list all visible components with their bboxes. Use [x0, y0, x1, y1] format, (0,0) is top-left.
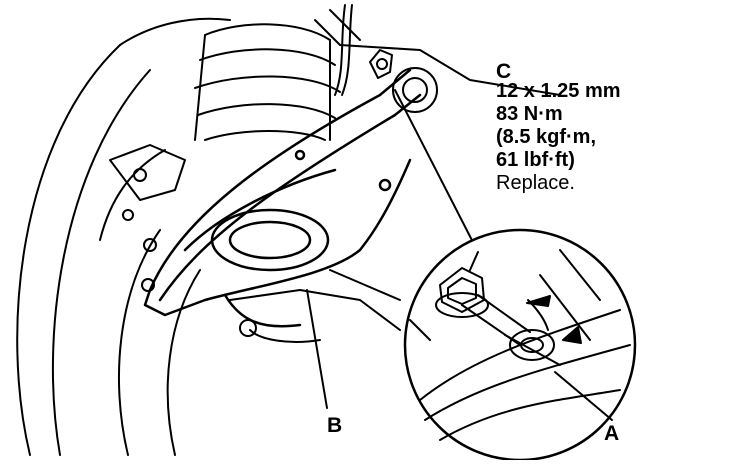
torque-spec-block: 12 x 1.25 mm 83 N·m (8.5 kgf·m, 61 lbf·f…	[496, 80, 621, 195]
upper-bushing	[369, 49, 438, 113]
coil-spring	[194, 23, 341, 141]
leader-line-c	[394, 89, 479, 253]
frame-lines	[314, 4, 561, 96]
callout-label-b: B	[327, 414, 343, 437]
callout-label-a: A	[604, 422, 620, 445]
control-arm	[143, 68, 422, 328]
detail-contents	[409, 249, 631, 441]
leader-line-c-detail	[469, 251, 479, 271]
bolt-size-text: 12 x 1.25 mm	[496, 80, 621, 102]
brake-rotor	[99, 144, 201, 456]
subframe	[229, 269, 401, 343]
torque-lbf-text: 61 lbf·ft)	[496, 149, 575, 171]
torque-kgf-text: (8.5 kgf·m,	[496, 126, 597, 148]
replace-note-text: Replace.	[496, 172, 575, 194]
torque-nm-text: 83 N·m	[496, 103, 563, 125]
leader-line-a	[554, 371, 613, 421]
leader-line-b	[306, 289, 328, 409]
tire-outline	[16, 17, 231, 456]
callout-label-c: C	[496, 60, 512, 83]
